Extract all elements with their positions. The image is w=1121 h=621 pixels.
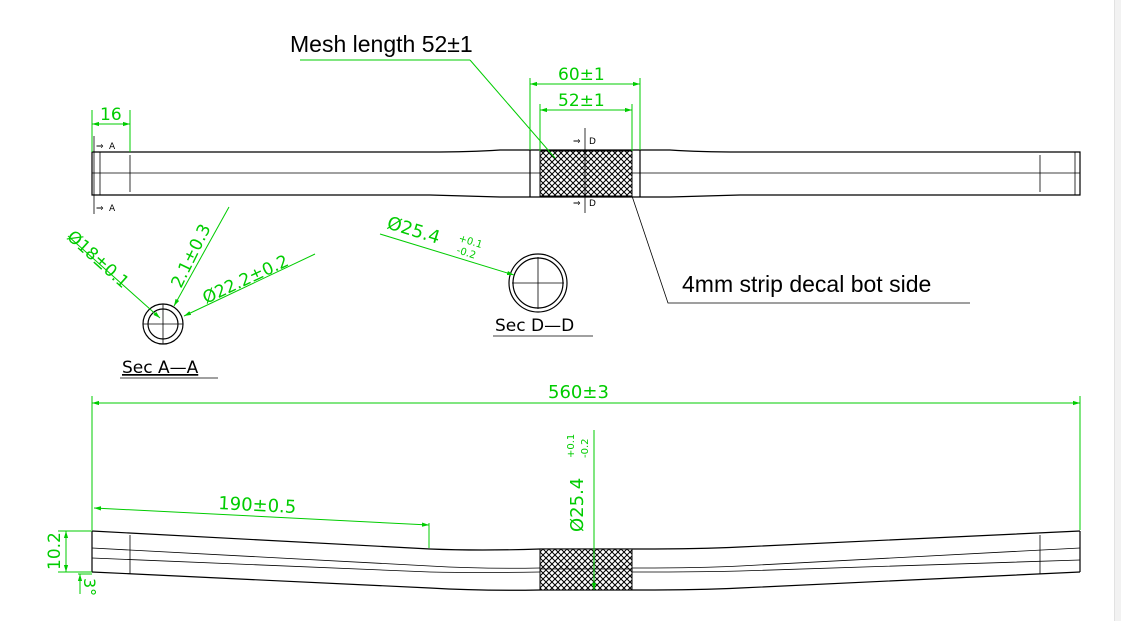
clamp-tol-minus: -0.2: [455, 245, 477, 261]
angle-text: 3°: [80, 578, 99, 596]
section-a-a: Ø18±0.1 2.1±0.3 Ø22.2±0.2 Sec A—A: [63, 206, 316, 379]
dim-60-text: 60±1: [558, 65, 605, 85]
front-bar-upper-edge: [91, 530, 1081, 551]
leader-wall: [173, 206, 230, 307]
dim-190-line: [93, 506, 430, 527]
section-d-marker-top: ⇒: [573, 137, 581, 147]
dim-16-text: 16: [100, 105, 122, 125]
front-mesh-region: [539, 548, 633, 591]
strip-decal-leader: [631, 195, 970, 304]
section-d-outer-circle: [508, 253, 568, 313]
section-d-marker-bottom: ⇒: [573, 199, 581, 209]
section-d-label-bottom: D: [589, 199, 596, 209]
rise-text: 10.2: [45, 532, 65, 570]
clamp-diameter-text: Ø25.4: [385, 213, 443, 249]
leader-outer-diameter: [183, 253, 316, 317]
vertical-scrollbar[interactable]: [1114, 0, 1121, 621]
leader-clamp-diameter: [379, 233, 515, 276]
top-bar-outline: [91, 149, 1081, 198]
dim-52-text: 52±1: [558, 91, 605, 111]
section-a-label-top: A: [109, 142, 116, 152]
section-a-marker-top: ⇒: [96, 142, 104, 152]
top-mesh-region: [539, 150, 633, 197]
top-view: ⇒ A ⇒ A ⇒ D ⇒ D 16 60±1 52±1 Mesh length…: [91, 31, 1081, 304]
mesh-length-leader: [469, 59, 556, 159]
section-a-marker-bottom: ⇒: [96, 204, 104, 214]
inner-diameter-text: Ø18±0.1: [63, 227, 133, 293]
section-d-title: Sec D—D: [495, 316, 574, 336]
section-a-label-bottom: A: [109, 204, 116, 214]
mesh-length-label: Mesh length 52±1: [290, 31, 473, 57]
dim-190-text: 190±0.5: [218, 493, 297, 518]
front-clamp-tol-minus: -0.2: [580, 438, 591, 458]
outer-diameter-text: Ø22.2±0.2: [200, 251, 292, 308]
wall-text: 2.1±0.3: [168, 221, 216, 291]
section-a-title: Sec A—A: [122, 358, 199, 378]
strip-decal-label: 4mm strip decal bot side: [682, 271, 931, 297]
leader-inner-diameter: [67, 235, 161, 319]
front-view: 560±3 190±0.5 Ø25.4 +0.1 -0.2 10.2 3°: [45, 382, 1081, 596]
dim-560-text: 560±3: [548, 382, 609, 403]
front-clamp-diameter-text: Ø25.4: [567, 478, 588, 532]
section-d-d: Ø25.4 +0.1 -0.2 Sec D—D: [379, 213, 593, 337]
front-clamp-tol-plus: +0.1: [566, 434, 577, 458]
section-d-label-top: D: [589, 137, 596, 147]
